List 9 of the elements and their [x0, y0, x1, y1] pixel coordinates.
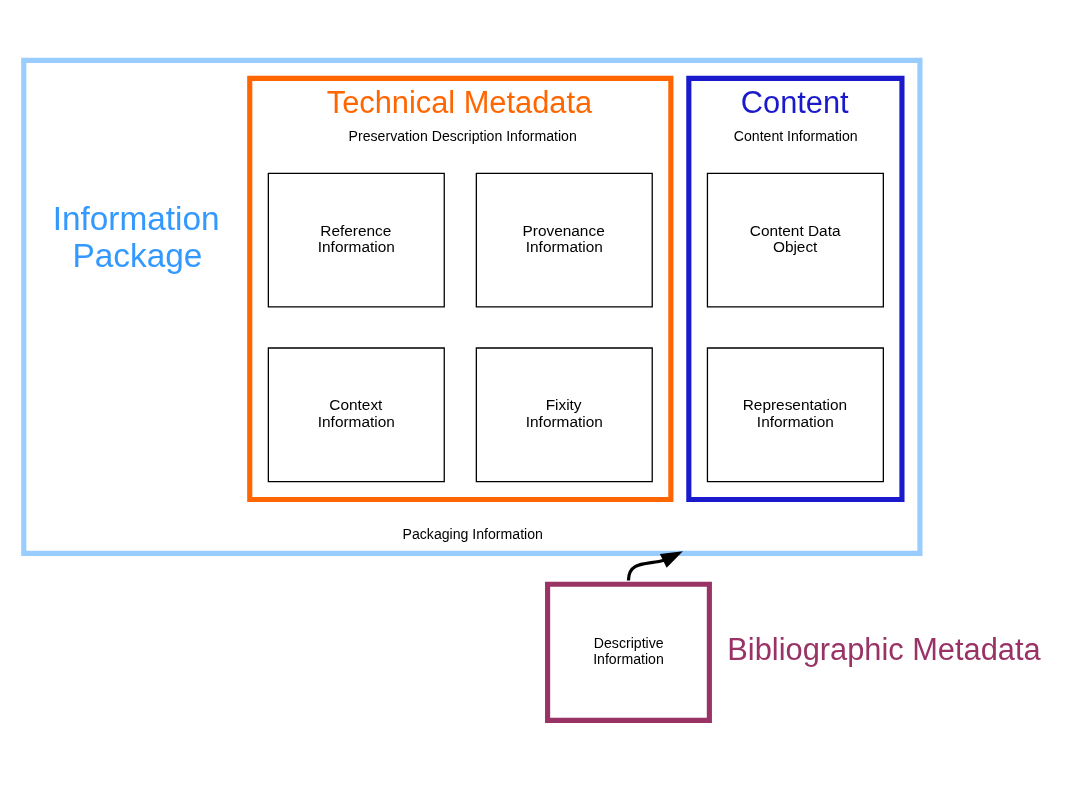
- node-box: Provenance Information: [475, 172, 653, 308]
- node-box: Descriptive Information: [545, 581, 712, 723]
- node-label: Bibliographic Metadata: [727, 631, 1041, 667]
- node-box: Reference Information: [267, 172, 445, 308]
- node-box: Fixity Information: [475, 346, 653, 482]
- arrow: [626, 550, 683, 580]
- node-box: Content Data Object: [706, 172, 884, 308]
- node-box: Representation Information: [706, 346, 884, 482]
- node-box: Context Information: [267, 346, 445, 482]
